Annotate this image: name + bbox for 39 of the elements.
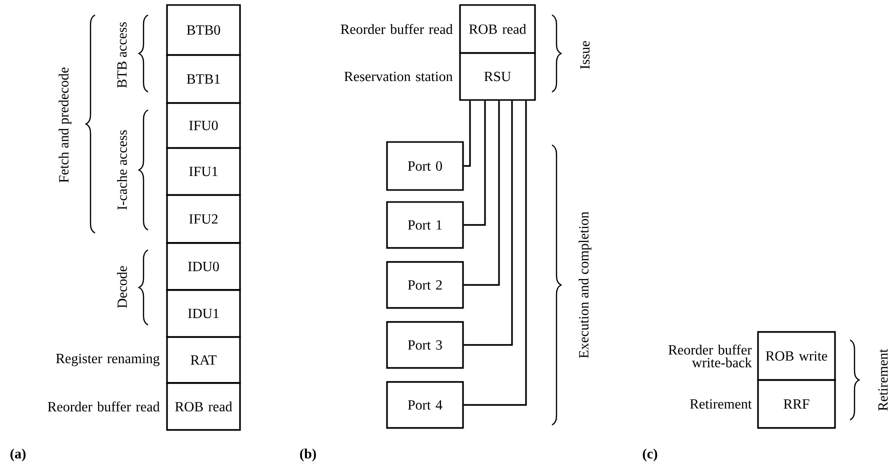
stage-group-label: Execution and completion <box>578 212 592 358</box>
stage-box: ROB read <box>459 4 536 54</box>
stage-box: ROB read <box>166 382 241 431</box>
wire <box>464 100 513 346</box>
stage-box: ROB write <box>757 331 836 381</box>
stage-box: RRF <box>757 379 836 429</box>
wire <box>464 100 486 226</box>
stage-group-label: Fetch and predecode <box>58 68 72 182</box>
stage-group-label: Issue <box>580 41 590 69</box>
stage-label: Register renaming <box>56 354 160 366</box>
stage-box: Port 3 <box>386 321 464 369</box>
stage-label: Reorder buffer read <box>340 24 453 34</box>
wire <box>464 100 527 406</box>
stage-box: IDU1 <box>166 289 241 338</box>
panel-label: (a) <box>10 448 26 462</box>
stage-box: IFU2 <box>166 194 241 244</box>
stage-box: Port 4 <box>386 381 464 429</box>
stage-label: Reorder buffer write-back <box>668 344 752 368</box>
stage-group-label: Decode <box>117 266 127 308</box>
stage-group-label: Retirement <box>878 348 888 411</box>
stage-box: RAT <box>166 336 241 384</box>
stage-group-label: BTB access <box>117 22 127 88</box>
stage-box: IFU1 <box>166 147 241 196</box>
stage-box: BTB0 <box>166 4 241 56</box>
stage-box: IDU0 <box>166 242 241 291</box>
stage-box: BTB1 <box>166 54 241 104</box>
stage-label: Reorder buffer read <box>48 401 160 412</box>
stage-group-label: I-cache access <box>117 130 127 210</box>
panel-label: (b) <box>300 448 316 462</box>
wire <box>464 100 471 167</box>
stage-box: Port 0 <box>386 141 464 191</box>
wire <box>464 100 500 286</box>
stage-box: Port 2 <box>386 261 464 309</box>
stage-label: Retirement <box>690 399 752 409</box>
stage-box: RSU <box>459 52 536 101</box>
stage-box: Port 1 <box>386 201 464 249</box>
stage-box: IFU0 <box>166 102 241 149</box>
panel-label: (c) <box>642 448 658 462</box>
stage-label: Reservation station <box>344 72 453 82</box>
